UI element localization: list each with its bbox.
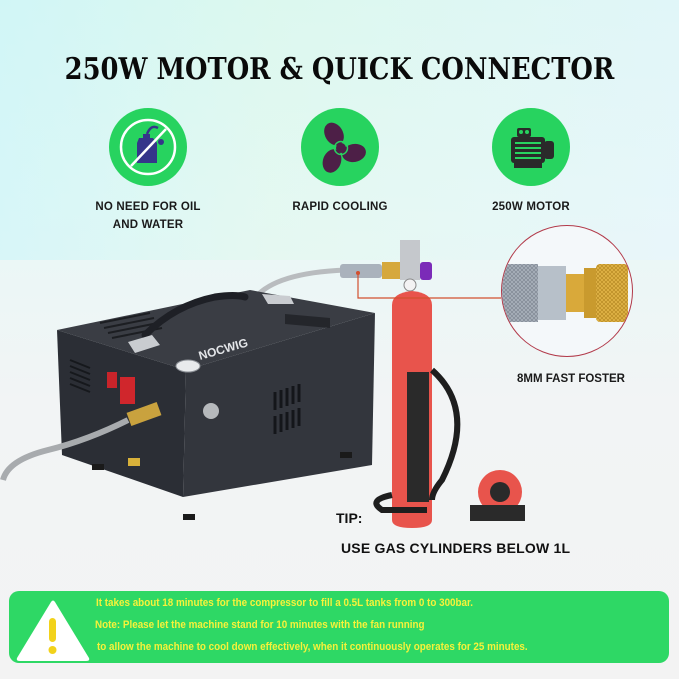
- feature-label: RAPID COOLING: [292, 201, 388, 213]
- feature-label: AND WATER: [112, 219, 184, 231]
- tip-text: USE GAS CYLINDERS BELOW 1L: [341, 540, 571, 556]
- fan-icon: [301, 108, 379, 186]
- motor-icon: [492, 108, 570, 186]
- page-title: 250W MOTOR & QUICK CONNECTOR: [64, 52, 615, 87]
- product-photo: NOCWIG: [0, 220, 679, 580]
- feature-250w-motor: 250W MOTOR: [451, 108, 611, 216]
- connector-zoom-callout: [501, 225, 633, 357]
- feature-label: NO NEED FOR OIL: [95, 201, 201, 213]
- notice-line: It takes about 18 minutes for the compre…: [96, 597, 474, 609]
- tip-label: TIP:: [336, 510, 363, 526]
- connector-callout-label: 8MM FAST FOSTER: [517, 373, 625, 385]
- feature-rapid-cooling: RAPID COOLING: [260, 108, 420, 216]
- feature-label: 250W MOTOR: [492, 201, 570, 213]
- notice-line: to allow the machine to cool down effect…: [97, 641, 528, 653]
- feature-no-oil: NO NEED FOR OIL AND WATER: [68, 108, 228, 234]
- no-oil-icon: [109, 108, 187, 186]
- notice-line: Note: Please let the machine stand for 1…: [95, 619, 425, 631]
- notice-box: [9, 591, 669, 663]
